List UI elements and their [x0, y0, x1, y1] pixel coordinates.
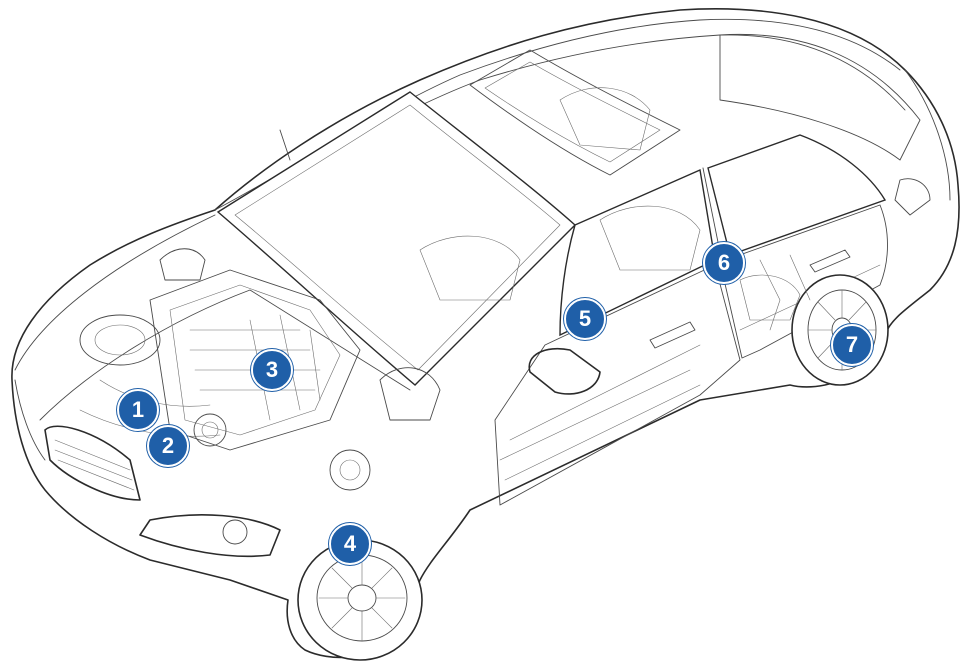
front-grille — [44, 425, 141, 501]
antenna — [279, 129, 291, 161]
callout-marker-3[interactable]: 3 — [251, 349, 293, 391]
windshield-inner — [234, 104, 561, 371]
hood-line — [14, 214, 216, 371]
front-wheel — [297, 539, 423, 661]
callout-marker-2[interactable]: 2 — [147, 425, 189, 467]
hood-crease — [39, 289, 411, 421]
sunroof — [469, 49, 681, 176]
engine-bay — [79, 248, 441, 491]
fog-light — [222, 519, 248, 545]
side-mirror — [528, 348, 601, 395]
door-crease — [509, 344, 701, 441]
callout-marker-1[interactable]: 1 — [117, 389, 159, 431]
trunk-edge — [904, 69, 951, 201]
rear-door-handle — [809, 249, 851, 273]
grille-slats — [54, 439, 135, 491]
car-body-outline — [11, 8, 960, 659]
front-door-handle — [649, 321, 696, 349]
interior-details — [419, 87, 811, 481]
rear-window — [719, 33, 921, 161]
callout-marker-5[interactable]: 5 — [564, 298, 606, 340]
windshield — [216, 91, 577, 386]
sunroof-inner — [484, 61, 661, 163]
callout-marker-6[interactable]: 6 — [703, 242, 745, 284]
callout-marker-4[interactable]: 4 — [329, 523, 371, 565]
headlight — [139, 514, 281, 558]
tail-light — [894, 178, 931, 216]
callout-marker-7[interactable]: 7 — [831, 324, 873, 366]
front-bumper — [14, 379, 46, 461]
rear-side-window — [707, 134, 887, 256]
